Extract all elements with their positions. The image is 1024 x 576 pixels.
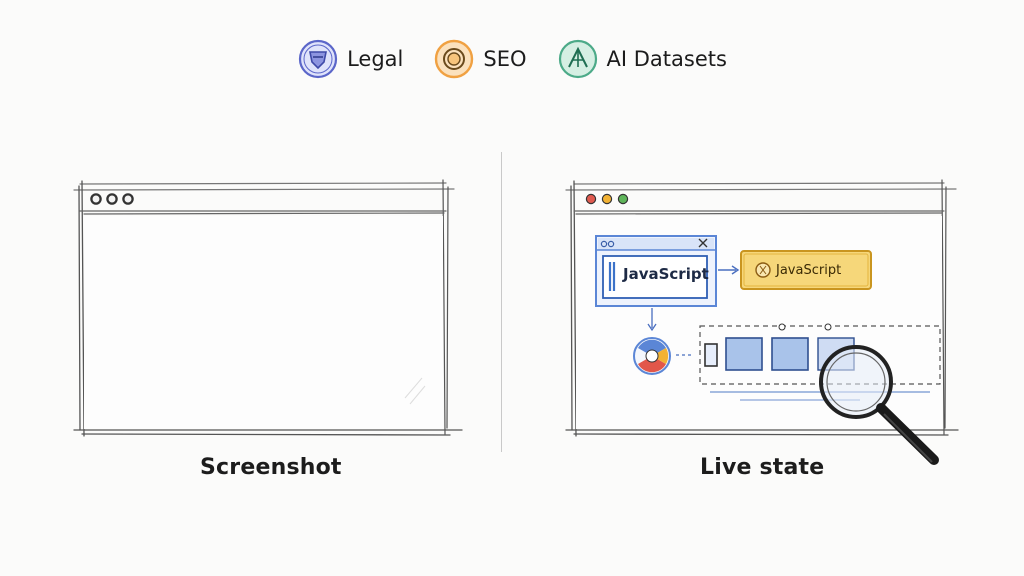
- magnifier-icon: [819, 345, 939, 465]
- legal-shield-icon: [298, 39, 338, 79]
- screenshot-window: [73, 179, 463, 437]
- legend-label-ai-datasets: AI Datasets: [606, 47, 727, 71]
- window-dot-icon: [106, 193, 118, 205]
- minimize-dot-icon: [601, 193, 613, 205]
- legend-item-seo: SEO: [433, 38, 527, 80]
- legend-item-legal: Legal: [297, 38, 403, 80]
- maximize-dot-icon: [617, 193, 629, 205]
- window-dot-icon: [90, 193, 102, 205]
- live-state-window: JavaScript JavaScript: [565, 179, 959, 465]
- window-controls: [90, 193, 134, 205]
- seo-badge-icon: [435, 39, 474, 79]
- javascript-badge: [740, 250, 872, 290]
- window-controls: [585, 193, 629, 205]
- legend-label-legal: Legal: [347, 47, 404, 71]
- close-dot-icon: [585, 193, 597, 205]
- panel-divider: [501, 152, 502, 452]
- window-dot-icon: [122, 193, 134, 205]
- js-badge-label: JavaScript: [775, 263, 841, 278]
- js-box-label: JavaScript: [622, 265, 709, 283]
- close-icon: [698, 238, 708, 248]
- legend-item-ai-datasets: AI Datasets: [557, 38, 727, 80]
- live-state-caption: Live state: [700, 455, 825, 480]
- render-engine-icon: [633, 337, 671, 375]
- legend: Legal SEO AI Datasets: [0, 38, 1024, 80]
- javascript-popup: [595, 235, 717, 307]
- ai-dataset-icon: [558, 39, 597, 79]
- js-file-icon: [608, 262, 616, 291]
- screenshot-caption: Screenshot: [200, 455, 342, 480]
- legend-label-seo: SEO: [483, 47, 527, 71]
